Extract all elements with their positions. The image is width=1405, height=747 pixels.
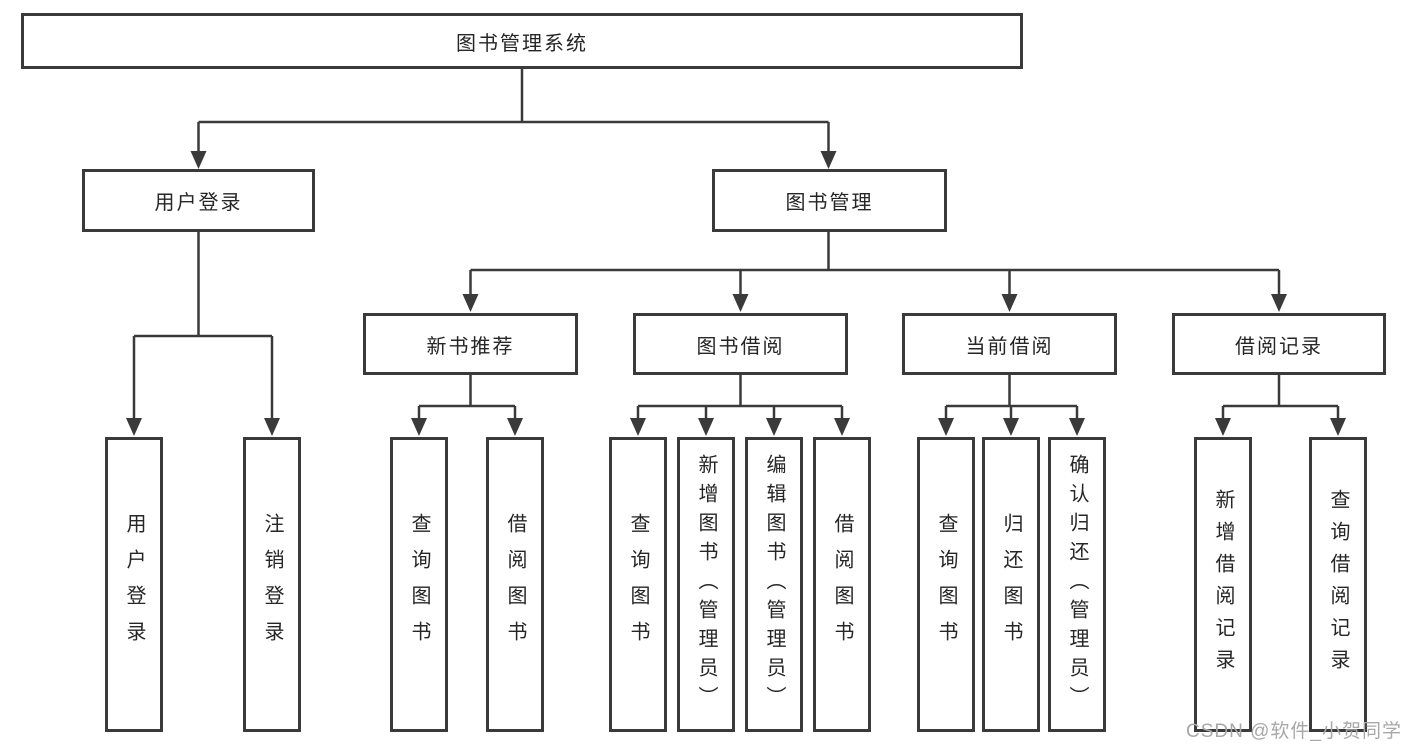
leaf-edit-books-admin: 编辑图书（管理员） <box>745 437 803 732</box>
leaf-user-login: 用户登录 <box>105 437 163 732</box>
leaf-query-books-newbook-label: 查询图书 <box>408 512 430 657</box>
leaf-query-books-borrow: 查询图书 <box>609 437 667 732</box>
leaf-confirm-return-admin-label: 确认归还（管理员） <box>1066 454 1088 715</box>
leaf-borrow-books-borrow-label: 借阅图书 <box>831 512 853 657</box>
node-new-book-recommendation: 新书推荐 <box>363 313 578 375</box>
leaf-query-books-newbook: 查询图书 <box>390 437 448 732</box>
leaf-add-books-admin: 新增图书（管理员） <box>677 437 735 732</box>
leaf-logout: 注销登录 <box>243 437 301 732</box>
leaf-borrow-books-newbook-label: 借阅图书 <box>504 512 526 657</box>
node-book-management: 图书管理 <box>712 169 947 232</box>
node-root: 图书管理系统 <box>21 13 1023 69</box>
node-book-management-label: 图书管理 <box>785 192 874 214</box>
leaf-return-books: 归还图书 <box>982 437 1040 732</box>
leaf-add-borrow-record-label: 新增借阅记录 <box>1212 488 1234 681</box>
leaf-add-borrow-record: 新增借阅记录 <box>1194 437 1252 732</box>
leaf-borrow-books-borrow: 借阅图书 <box>813 437 871 732</box>
node-current-borrowing-label: 当前借阅 <box>965 335 1054 358</box>
leaf-query-books-borrow-label: 查询图书 <box>627 512 649 657</box>
node-root-label: 图书管理系统 <box>456 32 588 55</box>
leaf-user-login-label: 用户登录 <box>123 512 145 657</box>
leaf-query-books-current-label: 查询图书 <box>935 512 957 657</box>
node-new-book-recommendation-label: 新书推荐 <box>426 335 515 358</box>
leaf-return-books-label: 归还图书 <box>1000 512 1022 657</box>
leaf-query-books-current: 查询图书 <box>917 437 975 732</box>
arrowheads <box>126 151 1346 436</box>
node-current-borrowing: 当前借阅 <box>902 313 1117 375</box>
node-user-login: 用户登录 <box>82 169 315 232</box>
node-borrowing-records-label: 借阅记录 <box>1235 335 1323 358</box>
node-book-borrowing: 图书借阅 <box>633 313 848 375</box>
leaf-query-borrow-record-label: 查询借阅记录 <box>1327 488 1349 681</box>
leaf-query-borrow-record: 查询借阅记录 <box>1309 437 1367 732</box>
leaf-logout-label: 注销登录 <box>261 512 283 657</box>
watermark: CSDN @软件_小贺同学 <box>1186 721 1402 742</box>
node-user-login-label: 用户登录 <box>154 192 243 214</box>
leaf-edit-books-admin-label: 编辑图书（管理员） <box>763 454 785 715</box>
node-book-borrowing-label: 图书借阅 <box>696 335 785 358</box>
leaf-borrow-books-newbook: 借阅图书 <box>486 437 544 732</box>
leaf-confirm-return-admin: 确认归还（管理员） <box>1048 437 1106 732</box>
node-borrowing-records: 借阅记录 <box>1172 313 1386 375</box>
leaf-add-books-admin-label: 新增图书（管理员） <box>695 454 717 715</box>
